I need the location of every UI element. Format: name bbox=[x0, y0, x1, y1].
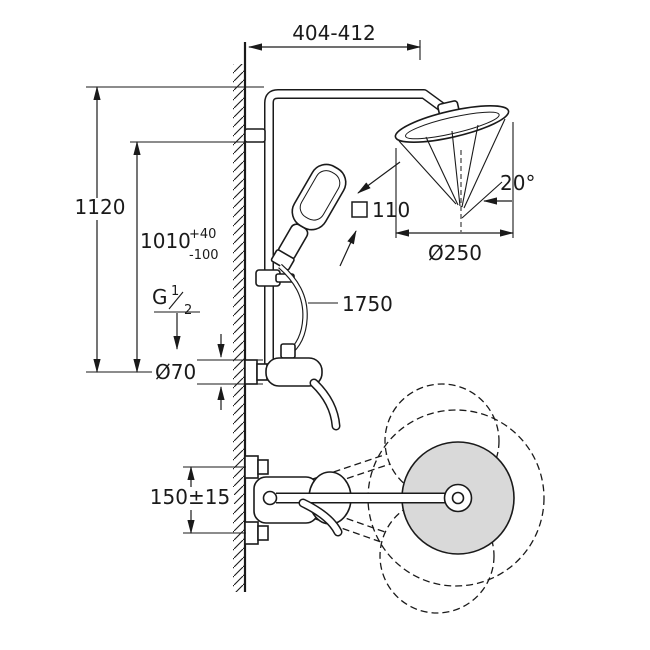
spray-cone bbox=[398, 118, 506, 209]
escutcheon-plan-lower bbox=[244, 521, 259, 545]
head-hub-inner bbox=[451, 491, 465, 505]
riser-pipe-body bbox=[265, 90, 453, 372]
hand-shower-nut bbox=[270, 249, 295, 271]
mixer-lever-plan bbox=[300, 500, 341, 535]
head-shower bbox=[394, 100, 510, 143]
diverter-knob bbox=[280, 343, 296, 359]
label-outlet-tol-plus: +40 bbox=[189, 227, 216, 242]
label-supply-spacing: 150±15 bbox=[150, 485, 230, 509]
s-union-plan-lower bbox=[257, 525, 269, 541]
thread-fraction-slash bbox=[168, 291, 184, 310]
hand-shower-face bbox=[299, 170, 341, 221]
label-outlet-tol-minus: -100 bbox=[189, 248, 219, 263]
escutcheon-plan-upper bbox=[244, 455, 259, 479]
square-symbol bbox=[351, 201, 368, 218]
head-shower-plate bbox=[394, 105, 510, 143]
label-arm-reach: 404-412 bbox=[292, 21, 376, 45]
face-dim-arrow-upper bbox=[357, 161, 401, 194]
label-bg-total-height bbox=[70, 198, 130, 220]
head-angle-line bbox=[461, 181, 503, 219]
s-union-plan-upper bbox=[257, 459, 269, 475]
wall-hatching bbox=[233, 64, 245, 592]
label-escutcheon-diameter: Ø70 bbox=[155, 360, 196, 384]
label-thread-prefix: G bbox=[152, 285, 168, 309]
label-thread-denominator: 2 bbox=[184, 303, 192, 318]
label-total-height: 1120 bbox=[75, 195, 126, 219]
face-dim-arrow-lower bbox=[339, 230, 357, 267]
wall-bracket bbox=[244, 128, 266, 143]
head-shower-face-ring bbox=[405, 111, 500, 140]
label-hose-length: 1750 bbox=[342, 292, 393, 316]
label-head-diameter: Ø250 bbox=[428, 241, 482, 265]
escutcheon-side bbox=[244, 359, 258, 385]
label-bg-supply-spacing bbox=[147, 487, 234, 510]
label-thread-numerator: 1 bbox=[171, 284, 179, 299]
label-head-angle: 20° bbox=[500, 171, 535, 195]
label-hand-shower-face: 110 bbox=[372, 198, 410, 222]
hand-shower bbox=[270, 163, 347, 271]
riser-pipe-plan bbox=[262, 490, 278, 506]
mixer-body-side bbox=[265, 357, 323, 387]
hand-shower-head bbox=[291, 163, 347, 231]
label-outlet-height: 1010 bbox=[140, 229, 191, 253]
mixer-lever-side bbox=[311, 380, 339, 429]
